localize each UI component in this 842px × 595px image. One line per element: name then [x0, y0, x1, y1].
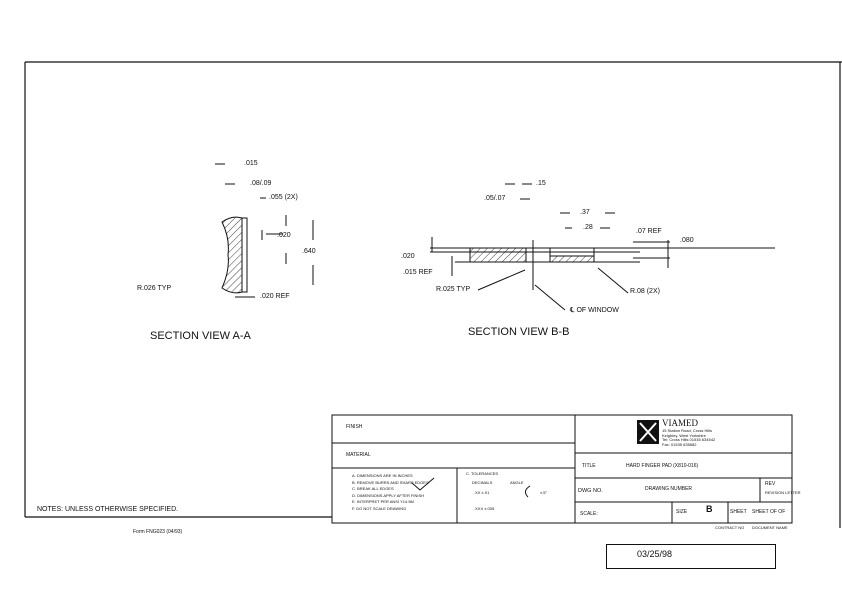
- tolerance-col-decimals: DECIMALS: [472, 480, 493, 485]
- contract-no: CONTRACT NO: [715, 525, 745, 530]
- date-box: 03/25/98: [606, 544, 776, 569]
- rev-value: REVISION LETTER: [765, 490, 801, 495]
- dim-b-1: .15: [536, 180, 546, 187]
- size-value: B: [706, 504, 713, 514]
- dim-b-5: .07 REF: [636, 228, 662, 235]
- size-label: SIZE: [676, 509, 688, 515]
- sheet-value: SHEET OF OF: [752, 509, 786, 515]
- tolerance-row-1: .XX ±.01: [474, 490, 490, 495]
- dim-b-3: .37: [580, 209, 590, 216]
- notes: NOTES: UNLESS OTHERWISE SPECIFIED.: [37, 506, 179, 513]
- dim-a-5: .640: [302, 248, 316, 255]
- rev-label: REV: [765, 481, 776, 487]
- tolerance-col-angle: ANGLE: [510, 480, 524, 485]
- dim-b-6: .080: [680, 237, 694, 244]
- tolerance-angle: ±.5°: [540, 490, 548, 495]
- dwg-no-value: DRAWING NUMBER: [645, 486, 693, 492]
- dim-a-4: .020: [277, 232, 291, 239]
- company-name: VIAMED: [662, 418, 698, 428]
- dim-a-1: .015: [244, 160, 258, 167]
- title-block-lines: [331, 414, 793, 524]
- material-label: MATERIAL: [346, 452, 371, 458]
- finish-label: FINISH: [346, 424, 363, 430]
- title-label: TITLE: [582, 463, 596, 469]
- dim-b-11: ℄ OF WINDOW: [570, 307, 619, 314]
- dim-b-9: R.025 TYP: [436, 286, 471, 293]
- section-a-title: SECTION VIEW A-A: [150, 330, 251, 342]
- scale-label: SCALE:: [580, 511, 598, 517]
- dim-a-3: .055 (2X): [269, 194, 298, 201]
- dim-a-6: .020 REF: [260, 293, 290, 300]
- date: 03/25/98: [637, 549, 673, 559]
- dim-a-7: R.026 TYP: [137, 285, 172, 292]
- dim-a-2: .08/.09: [250, 180, 272, 187]
- dim-b-7: .020: [401, 253, 415, 260]
- section-b-title: SECTION VIEW B-B: [468, 326, 570, 338]
- dwg-no-label: DWG NO.: [578, 488, 603, 494]
- dim-b-10: R.08 (2X): [630, 288, 660, 295]
- tolerance-row-2: .XXX ±.005: [474, 506, 495, 511]
- document-name: DOCUMENT NAME: [752, 525, 788, 530]
- section-a-drawing: [215, 163, 314, 298]
- section-b-drawing: [430, 183, 775, 311]
- frame-border: [24, 61, 842, 528]
- sheet-label: SHEET: [730, 509, 747, 515]
- dim-b-4: .28: [583, 224, 593, 231]
- viamed-logo-icon: [637, 420, 659, 444]
- dim-b-8: .015 REF: [403, 269, 433, 276]
- dim-b-2: .05/.07: [484, 195, 506, 202]
- tolerance-header: C. TOLERANCES: [466, 471, 499, 476]
- title-value: HARD FINGER PAD (X810-016): [626, 463, 699, 469]
- form-number: Form FNG023 (04/93): [133, 529, 183, 535]
